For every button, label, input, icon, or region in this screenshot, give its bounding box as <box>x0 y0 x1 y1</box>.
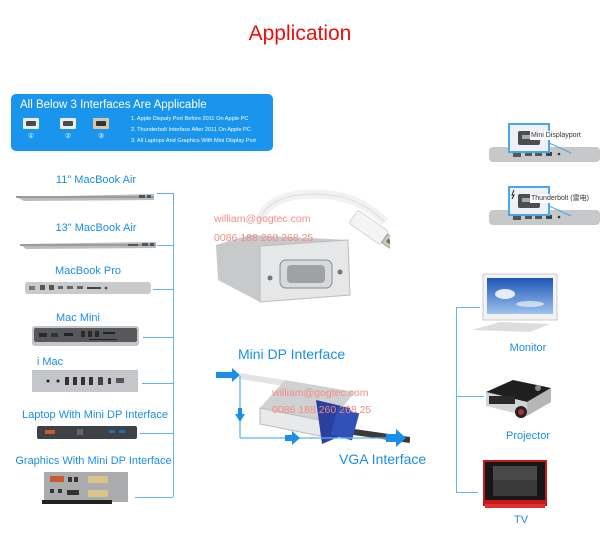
connector-branch <box>157 245 173 246</box>
connector-branch <box>140 433 173 434</box>
watermark-phone: 0086 188 260 268 25 <box>214 232 314 244</box>
source-label: 11" MacBook Air <box>55 174 137 186</box>
connector-trunk-right <box>456 307 457 493</box>
mini-displayport-icon <box>23 118 39 129</box>
connector-branch <box>143 337 173 338</box>
port-number: ③ <box>97 133 105 140</box>
source-label: Mac Mini <box>55 312 100 324</box>
output-label: Monitor <box>509 342 547 354</box>
info-line: 2. Thunderbolt Interface After 2011 On A… <box>131 127 251 133</box>
tv-icon <box>483 460 547 508</box>
source-label: Laptop With Mini DP Interface <box>22 409 168 421</box>
page-title: Application <box>248 22 352 45</box>
output-label: TV <box>513 514 529 526</box>
info-box-heading: All Below 3 Interfaces Are Applicable <box>20 99 207 111</box>
projector-icon <box>486 380 551 418</box>
mac-mini-icon <box>32 326 139 346</box>
macbook-pro-icon <box>25 282 151 294</box>
output-label: Projector <box>505 430 551 442</box>
connector-branch <box>142 383 173 384</box>
port-number: ① <box>27 133 35 140</box>
input-label: Mini DP Interface <box>238 346 346 362</box>
port-callout-label: Thunderbolt (雷电) <box>530 194 590 203</box>
connector-trunk-left <box>173 193 174 497</box>
source-label: i Mac <box>36 356 64 368</box>
macbook-air-icon <box>16 194 154 201</box>
connector-branch <box>157 193 173 194</box>
macbook-thunderbolt-view <box>489 186 600 225</box>
port-callout-label: Mini Displayport <box>530 131 582 140</box>
connector-branch <box>456 307 480 308</box>
watermark-email: william@gogtec.com <box>272 387 369 399</box>
signal-flow-diagram <box>216 368 410 447</box>
source-label: Graphics With Mini DP Interface <box>15 455 172 467</box>
graphics-card-icon <box>42 472 128 504</box>
info-line: 1. Apple Dispaly Port Before 2011 On App… <box>131 116 249 122</box>
imac-ports-icon <box>32 370 138 392</box>
connector-branch <box>456 396 484 397</box>
port-number: ② <box>64 133 72 140</box>
info-line: 3. All Laptops And Graphics With Mini Di… <box>131 138 256 144</box>
output-label: VGA Interface <box>339 451 427 467</box>
generic-mini-dp-port-icon <box>93 118 109 129</box>
adapter-product-image <box>216 189 390 303</box>
macbook-air-icon <box>20 242 156 249</box>
monitor-icon <box>472 273 558 332</box>
connector-branch <box>456 492 478 493</box>
connector-branch <box>135 497 173 498</box>
source-label: 13" MacBook Air <box>55 222 137 234</box>
source-label: MacBook Pro <box>54 265 122 277</box>
info-box: All Below 3 Interfaces Are Applicable ① … <box>11 94 273 151</box>
macbook-port-view <box>489 123 600 162</box>
connector-branch <box>153 289 173 290</box>
laptop-icon <box>37 426 137 439</box>
watermark-phone: 0086 188 260 268 25 <box>272 404 372 416</box>
watermark-email: william@gogtec.com <box>214 213 311 225</box>
thunderbolt-port-icon <box>60 118 76 129</box>
